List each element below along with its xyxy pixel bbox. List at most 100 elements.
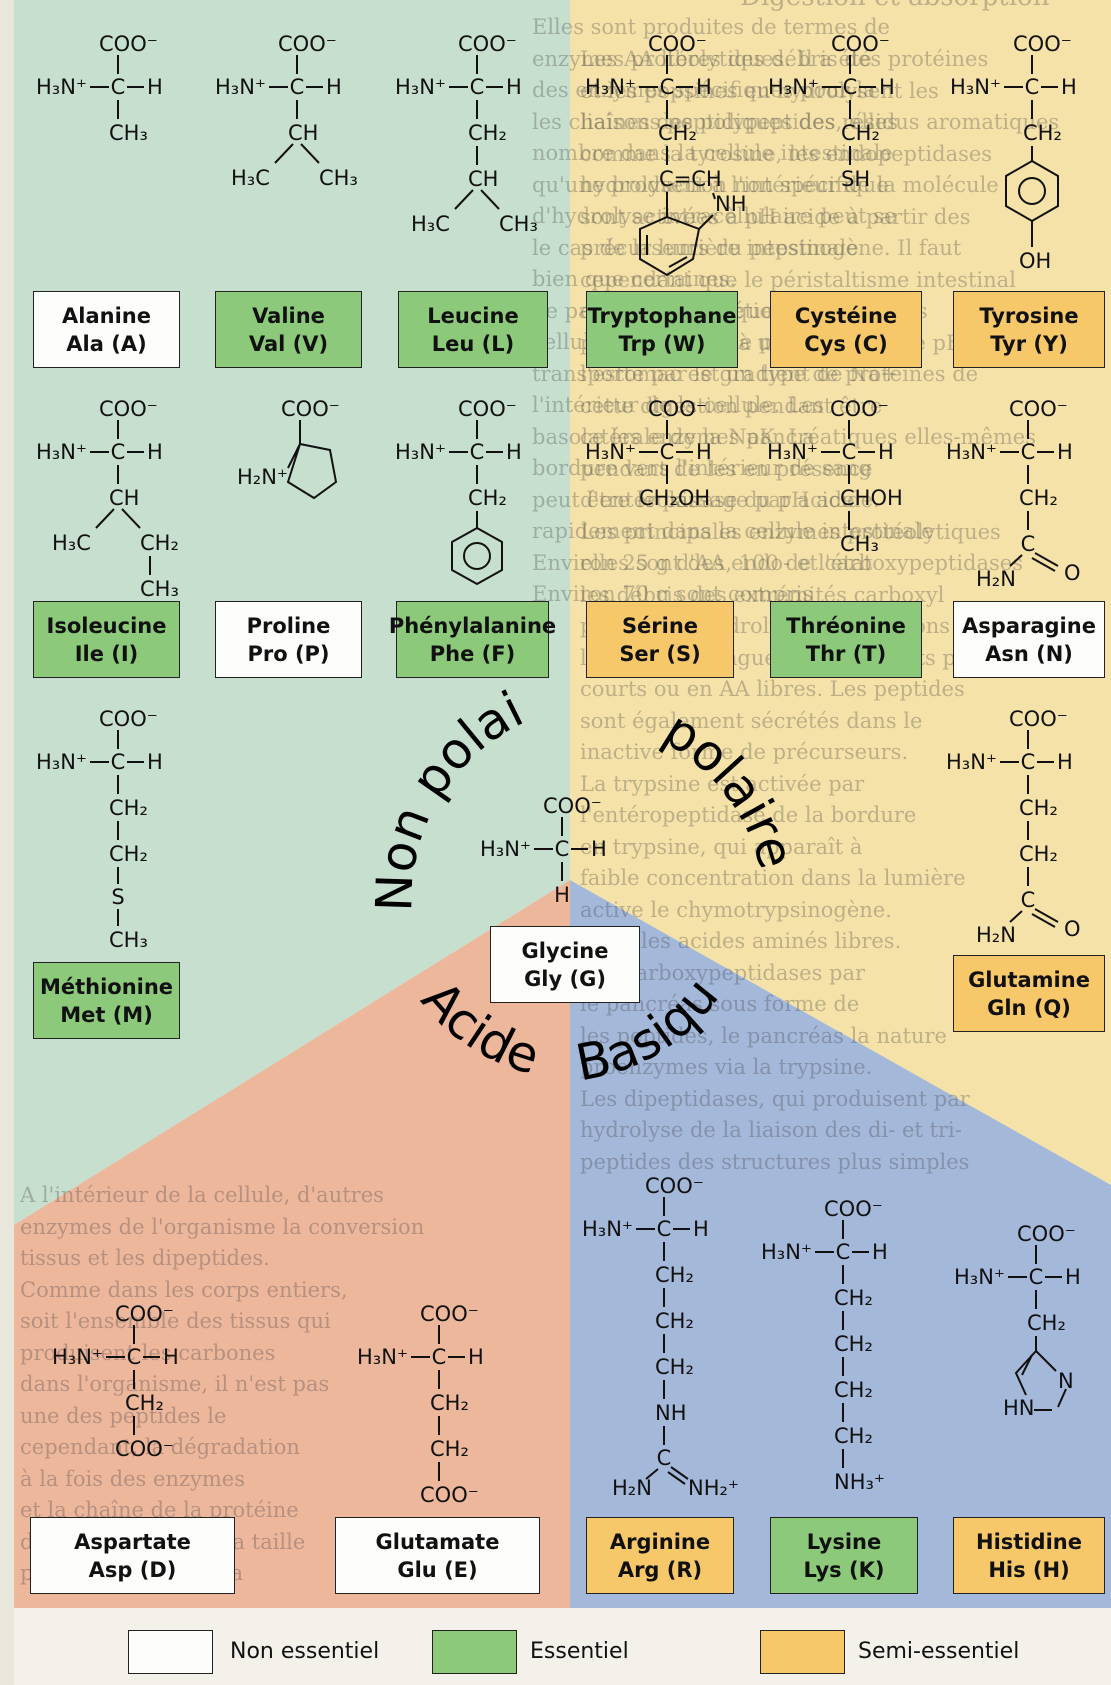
svg-text:C: C <box>111 440 126 464</box>
svg-text:COO⁻: COO⁻ <box>648 397 707 421</box>
background-text-line: produisent les carbones <box>20 1340 276 1365</box>
name: Isoleucine <box>46 613 167 638</box>
ammonium-label: H₃N⁺ <box>36 75 87 99</box>
background-text-line: soit l'ensemble des tissus qui <box>20 1309 331 1333</box>
code: Gln (Q) <box>987 995 1071 1020</box>
svg-text:COO⁻: COO⁻ <box>281 397 340 421</box>
svg-text:CH₂: CH₂ <box>430 1391 469 1415</box>
polaire-heading: polaire <box>654 700 806 874</box>
name: Valine <box>252 303 325 328</box>
svg-text:H₃N⁺: H₃N⁺ <box>768 75 819 99</box>
svg-text:NH: NH <box>655 1401 687 1425</box>
svg-text:COO⁻: COO⁻ <box>99 707 158 731</box>
histidine-structure: COO⁻ H₃N⁺ C H CH₂ HN N <box>954 1222 1081 1420</box>
svg-text:H₂N⁺: H₂N⁺ <box>237 465 288 489</box>
background-text-line: active le chymotrypsinogène. <box>580 897 892 922</box>
svg-text:H: H <box>147 750 163 774</box>
background-text-line: les chaînes des polypeptides, elles <box>532 109 899 134</box>
name: Glutamate <box>375 1529 500 1554</box>
svg-text:COO⁻: COO⁻ <box>1009 707 1068 731</box>
background-text-line: les peptides, le pancréas la nature <box>580 1023 947 1048</box>
background-text-line: Elles sont produites de termes de <box>532 15 890 39</box>
svg-text:H: H <box>506 75 522 99</box>
name: Glycine <box>521 938 609 963</box>
background-text-line: dans l'organisme, il n'est pas <box>20 1372 330 1396</box>
svg-text:CH₂: CH₂ <box>658 121 697 145</box>
background-text-line: hydrolyse de la liaison des di- et tri- <box>580 1118 962 1142</box>
background-text-line: tissus et les dipeptides. <box>20 1246 270 1270</box>
background-text-line: enzymes de l'organisme la conversion <box>20 1214 425 1239</box>
carboxylate-label: COO⁻ <box>99 32 158 56</box>
svg-text:H: H <box>696 440 712 464</box>
svg-text:COO⁻: COO⁻ <box>648 32 707 56</box>
legend-swatch-non-essentiel <box>128 1630 213 1674</box>
name: Phénylalanine <box>388 613 557 638</box>
svg-text:H: H <box>1057 440 1073 464</box>
background-text-line: A l'intérieur de la cellule, d'autres <box>20 1183 384 1207</box>
svg-text:COO⁻: COO⁻ <box>645 1174 704 1198</box>
svg-text:COO⁻: COO⁻ <box>420 1483 479 1507</box>
svg-text:CH₂: CH₂ <box>109 796 148 820</box>
legend-label-non-essentiel: Non essentiel <box>230 1639 380 1664</box>
svg-text:H₃N⁺: H₃N⁺ <box>950 75 1001 99</box>
serine-structure: COO⁻ H₃N⁺ C H CH₂OH <box>585 397 712 510</box>
svg-text:H: H <box>1065 1265 1081 1289</box>
svg-text:H₃N⁺: H₃N⁺ <box>946 750 997 774</box>
code: Gly (G) <box>524 966 606 991</box>
svg-text:S: S <box>111 885 124 909</box>
name: Proline <box>246 613 331 638</box>
svg-text:COO⁻: COO⁻ <box>543 794 602 818</box>
background-text-line: bien que certaines. <box>532 267 737 291</box>
alanine-structure: COO⁻ H₃N⁺ C H CH₃ <box>36 32 163 145</box>
code: Ile (I) <box>74 641 139 666</box>
svg-text:CH: CH <box>109 486 139 510</box>
name: Sérine <box>621 613 699 638</box>
legend-label-essentiel: Essentiel <box>530 1639 629 1664</box>
svg-text:CH₂: CH₂ <box>655 1309 694 1333</box>
svg-text:C: C <box>555 837 570 861</box>
svg-text:C: C <box>657 1217 672 1241</box>
svg-text:CH₂: CH₂ <box>468 121 507 145</box>
svg-text:H: H <box>163 1345 179 1369</box>
background-text-line: Comme dans les corps entiers, <box>20 1277 348 1302</box>
tyrosine-structure: COO⁻ H₃N⁺ C H CH₂ OH <box>950 32 1077 273</box>
svg-text:CH₂: CH₂ <box>109 842 148 866</box>
svg-text:COO⁻: COO⁻ <box>1013 32 1072 56</box>
proline-structure: COO⁻ H₂N⁺ <box>237 397 340 500</box>
code: His (H) <box>988 1557 1070 1582</box>
name: Arginine <box>609 1529 711 1554</box>
code: Val (V) <box>248 331 329 356</box>
leucine-structure: COO⁻ H₃N⁺ C H CH₂ CH H₃C CH₃ <box>395 32 538 236</box>
svg-text:C: C <box>657 1446 672 1470</box>
svg-text:COO⁻: COO⁻ <box>420 1302 479 1326</box>
svg-text:C: C <box>1021 888 1036 912</box>
svg-text:NH₂⁺: NH₂⁺ <box>688 1476 739 1500</box>
svg-text:CH₂: CH₂ <box>1027 1311 1066 1335</box>
svg-text:H₃N⁺: H₃N⁺ <box>395 440 446 464</box>
background-text-line: précurseurs du pepsinogène. Il faut <box>580 236 962 260</box>
svg-text:C: C <box>842 440 857 464</box>
background-text-line: basolatérale de la NaK. La <box>532 424 815 449</box>
legend-swatch-essentiel <box>432 1630 517 1674</box>
svg-text:COO⁻: COO⁻ <box>458 32 517 56</box>
svg-text:H: H <box>1061 75 1077 99</box>
svg-text:H₃N⁺: H₃N⁺ <box>36 440 87 464</box>
svg-text:COO⁻: COO⁻ <box>115 1437 174 1461</box>
svg-text:H₃N⁺: H₃N⁺ <box>761 1240 812 1264</box>
lysine-structure: COO⁻ H₃N⁺ C H CH₂ CH₂ CH₂ CH₂ NH₃⁺ <box>761 1197 888 1494</box>
svg-text:H₃N⁺: H₃N⁺ <box>357 1345 408 1369</box>
svg-text:C: C <box>660 440 675 464</box>
svg-text:COO⁻: COO⁻ <box>458 397 517 421</box>
svg-text:CH₂: CH₂ <box>140 531 179 555</box>
acide-heading: Acide <box>410 970 546 1086</box>
